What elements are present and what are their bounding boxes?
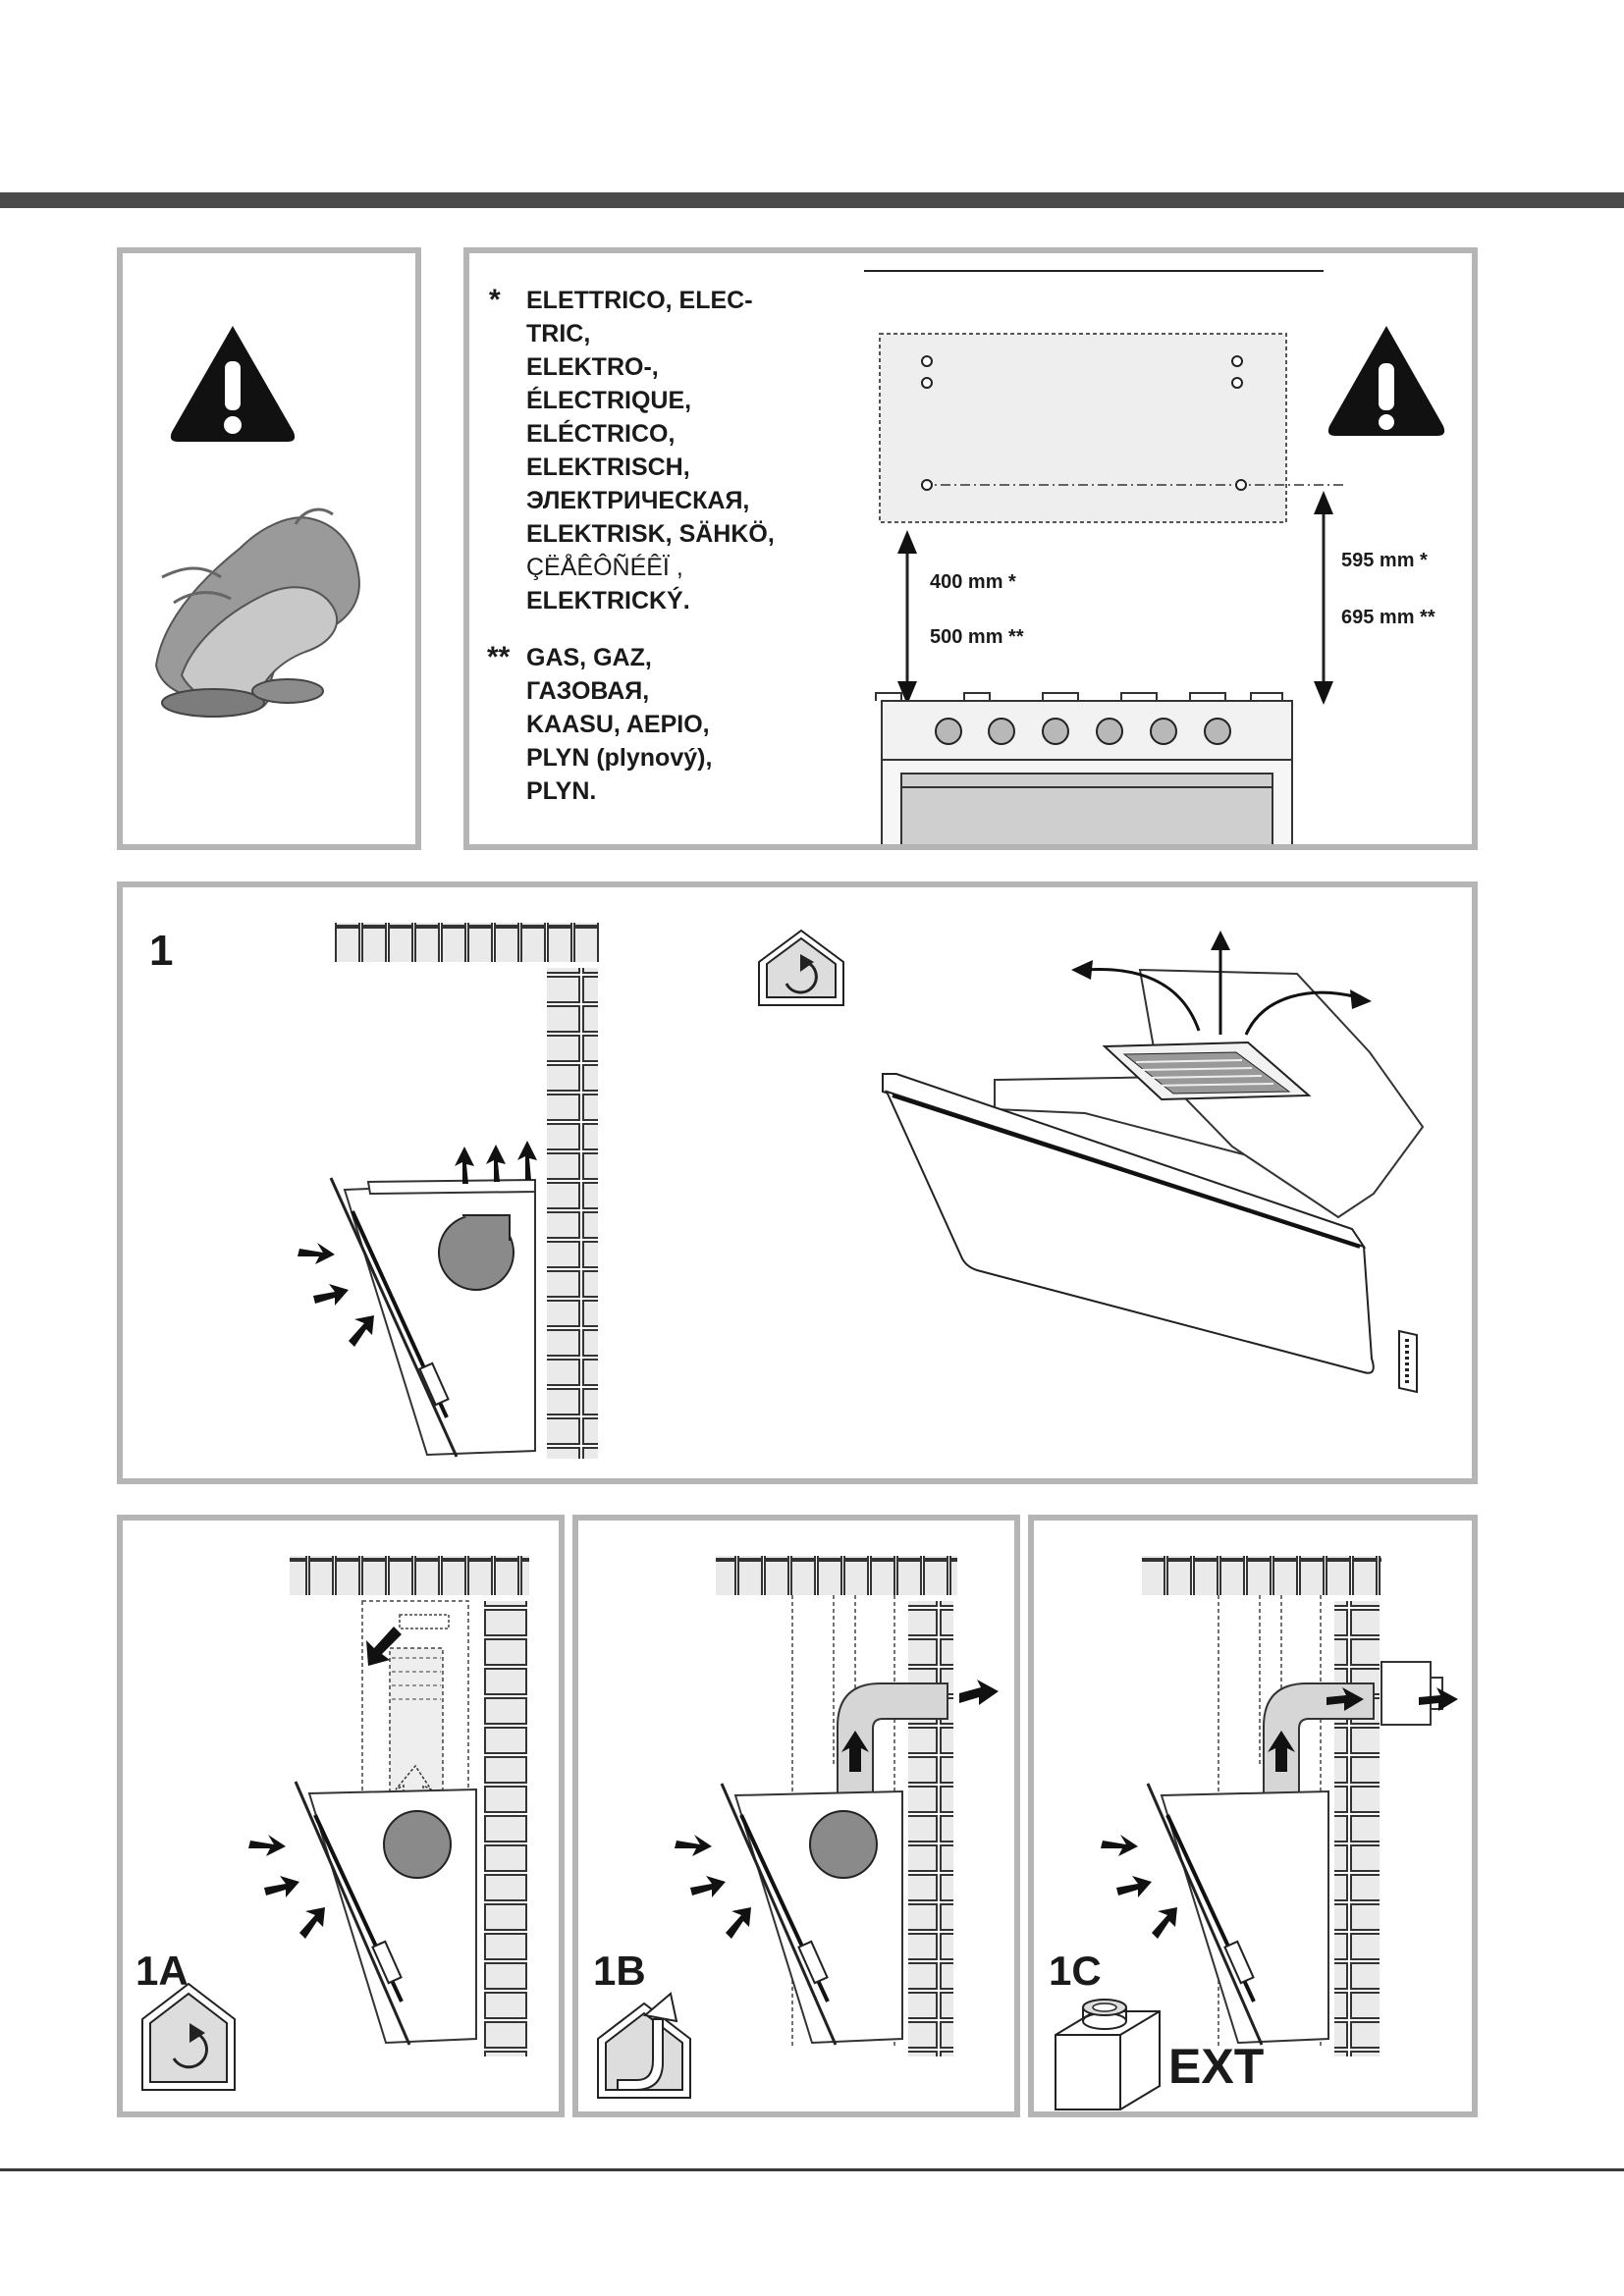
figure-label-1: 1: [149, 927, 174, 975]
legend-line: ГАЗОВАЯ,: [526, 677, 650, 705]
legend-line: KAASU, AEPIO,: [526, 711, 710, 738]
legend-line: TRIC,: [526, 320, 591, 347]
dimension-arrows: [897, 491, 1333, 705]
brick-wall: [290, 1556, 529, 2056]
house-recirculation-icon: [758, 929, 844, 1006]
external-motor-box: [1380, 1661, 1443, 1726]
legend-line: ELEKTRICKÝ.: [526, 587, 690, 614]
duct-elbow: [1263, 1682, 1458, 1794]
airflow-arrows: [675, 1835, 751, 1939]
brick-wall: [716, 1556, 957, 2056]
legend-line: ELEKTRISCH,: [526, 454, 690, 481]
airflow-arrowheads: [1071, 931, 1372, 1009]
legend-line: PLYN (plynový),: [526, 744, 713, 772]
dimension-label: 695 mm **: [1341, 607, 1435, 628]
airflow-arrows: [1101, 1835, 1177, 1939]
safety-panel: [117, 247, 421, 850]
hood-perspective: [882, 968, 1425, 1394]
figure-1-panel: [117, 881, 1478, 1484]
legend-line: PLYN.: [526, 777, 597, 805]
ext-label: EXT: [1168, 2039, 1265, 2094]
figure-1a-panel: [117, 1515, 565, 2117]
warning-triangle-icon: [170, 326, 296, 442]
figure-label-1a: 1A: [135, 1948, 189, 1994]
figure-label-1b: 1B: [593, 1948, 646, 1994]
airflow-arrows: [248, 1835, 325, 1939]
external-motor-box-icon: [1055, 1999, 1161, 2110]
legend-line: ELEKTRO-,: [526, 353, 659, 381]
dimension-label: 500 mm **: [930, 626, 1024, 648]
hood-side-view: [1146, 1783, 1329, 2046]
gas-mark: **: [487, 641, 511, 673]
legend-line: ELEKTRISK, SÄHKÖ,: [526, 520, 775, 548]
cooker-illustration: [875, 692, 1293, 844]
legend-line: ELETTRICO, ELEC-: [526, 287, 753, 314]
legend-line: ELÉCTRICO,: [526, 420, 676, 448]
duct-guides: [791, 1595, 895, 2047]
footer-line: [0, 2168, 1624, 2171]
warning-triangle-icon: [1327, 326, 1445, 436]
duct-guides: [1218, 1595, 1322, 2047]
gloves-icon: [154, 507, 360, 718]
dimension-label: 400 mm *: [930, 571, 1016, 593]
hood-side-view: [294, 1781, 477, 2046]
electric-mark: *: [489, 284, 501, 316]
figure-1c-panel: [1028, 1515, 1478, 2117]
hood-side-view: [329, 1177, 536, 1458]
airflow-arrows: [1084, 944, 1359, 1036]
figure-label-1c: 1C: [1049, 1948, 1102, 1994]
hood-side-view: [720, 1783, 903, 2046]
brick-wall: [1142, 1556, 1381, 2056]
airflow-arrows: [298, 1141, 537, 1347]
figure-1b-panel: [572, 1515, 1020, 2117]
dimension-label: 595 mm *: [1341, 550, 1428, 571]
gas-legend: ** GAS, GAZ, ГАЗОВАЯ, KAASU, AEPIO, PLYN…: [487, 641, 713, 808]
house-ducted-icon: [597, 1992, 691, 2099]
hob-type-legend: * ELETTRICO, ELEC- TRIC, ELEKTRO-, ÉLECT…: [489, 284, 775, 617]
hood-outline: [879, 333, 1343, 523]
header-bar: [0, 192, 1624, 208]
legend-line: ÇËÅÊÔÑÉÊÏ ,: [526, 554, 683, 581]
distance-panel: [463, 247, 1478, 850]
duct-elbow: [837, 1680, 999, 1794]
brick-wall: [335, 923, 600, 1459]
house-recirculation-icon: [141, 1982, 236, 2091]
legend-line: ÉLECTRIQUE,: [526, 387, 692, 414]
legend-line: GAS, GAZ,: [526, 644, 652, 671]
legend-line: ЭЛЕКТРИЧЕСКАЯ,: [526, 487, 750, 514]
